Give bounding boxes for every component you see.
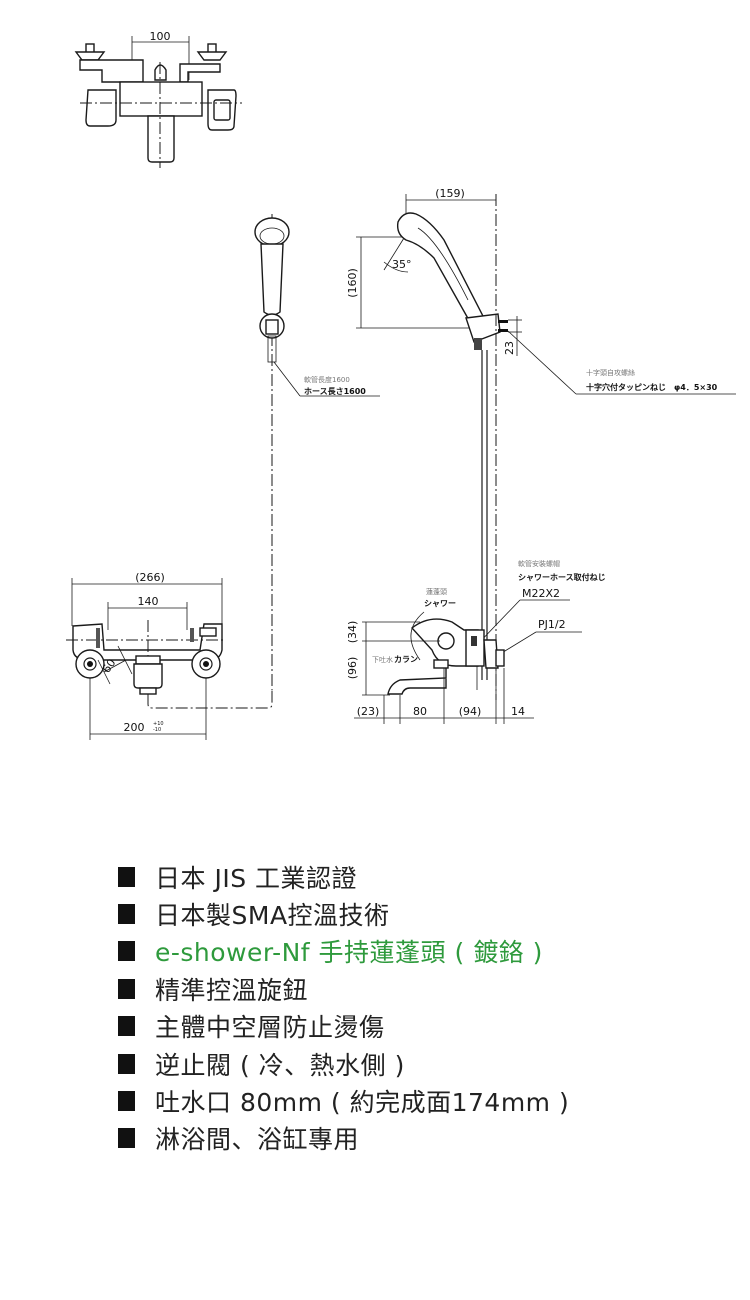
feature-item: 淋浴間、浴缸專用 — [118, 1120, 569, 1157]
shower-label-jp: シャワー — [424, 599, 456, 608]
spout-label-jp: カラン — [394, 655, 418, 664]
square-bullet-icon — [118, 941, 135, 962]
square-bullet-icon — [118, 1053, 135, 1074]
feature-item-highlight: e-shower-Nf 手持蓮蓬頭 ( 鍍鉻 ) — [118, 933, 569, 970]
dim-159: (159) — [435, 187, 465, 200]
dim-160: (160) — [346, 268, 359, 298]
dim-side-94: (94) — [459, 705, 482, 718]
feature-item: 吐水口 80mm ( 約完成面174mm ) — [118, 1082, 569, 1119]
hose-thread-label-cn: 軟管安裝螺帽 — [518, 559, 560, 568]
feature-list: 日本 JIS 工業認證 日本製SMA控溫技術 e-shower-Nf 手持蓮蓬頭… — [118, 858, 569, 1157]
shower-label-cn: 蓮蓬頭 — [426, 587, 447, 596]
tol-minus: -10 — [153, 727, 161, 733]
dim-140: 140 — [138, 595, 159, 608]
dim-side-80: 80 — [413, 705, 427, 718]
square-bullet-icon — [118, 1128, 135, 1149]
faucet-side-view: 蓮蓬頭 シャワー 軟管安裝螺帽 シャワーホース取付ねじ M22X2 PJ1/2 … — [346, 559, 606, 724]
feature-item: 日本製SMA控溫技術 — [118, 895, 569, 932]
square-bullet-icon — [118, 978, 135, 999]
pipe-spec: PJ1/2 — [538, 618, 566, 631]
dim-96: (96) — [346, 657, 359, 680]
screw-label-jp: 十字穴付タッピンねじ φ4．5×30 — [586, 382, 718, 392]
dim-23: 23 — [503, 341, 516, 355]
dim-top-100: 100 — [150, 30, 171, 43]
feature-item: 精準控溫旋鈕 — [118, 970, 569, 1007]
dim-34: (34) — [346, 621, 359, 644]
dim-side-23: (23) — [357, 705, 380, 718]
screw-label-cn: 十字頭自攻螺絲 — [586, 368, 635, 377]
hose-length-cn: 軟管長度1600 — [304, 375, 350, 384]
angle-35: 35° — [392, 258, 412, 271]
hose-thread-label-jp: シャワーホース取付ねじ — [518, 572, 606, 582]
tol-plus: +10 — [153, 721, 164, 727]
dim-side-14: 14 — [511, 705, 525, 718]
spout-label-cn: 下吐水 — [372, 655, 393, 664]
feature-item: 日本 JIS 工業認證 — [118, 858, 569, 895]
dim-200: 200 — [124, 721, 145, 734]
feature-item: 主體中空層防止燙傷 — [118, 1008, 569, 1045]
feature-item: 逆止閥 ( 冷、熱水側 ) — [118, 1045, 569, 1082]
square-bullet-icon — [118, 904, 135, 925]
top-view: 100 — [74, 30, 242, 168]
handshower-front-view: 軟管長度1600 ホース長さ1600 — [254, 214, 380, 690]
faucet-front-view: (266) 140 60 200 +10 -10 — [66, 571, 273, 740]
hose-length-jp: ホース長さ1600 — [304, 387, 366, 396]
square-bullet-icon — [118, 1091, 135, 1112]
square-bullet-icon — [118, 866, 135, 887]
dim-266: (266) — [135, 571, 165, 584]
technical-drawing: 100 軟管長度1600 ホース長 — [66, 30, 736, 740]
square-bullet-icon — [118, 1016, 135, 1037]
thread-spec: M22X2 — [522, 587, 560, 600]
handshower-side-view: (159) (160) 35° 23 十字頭自攻螺絲 十字穴付タッピンねじ φ4… — [346, 187, 736, 700]
